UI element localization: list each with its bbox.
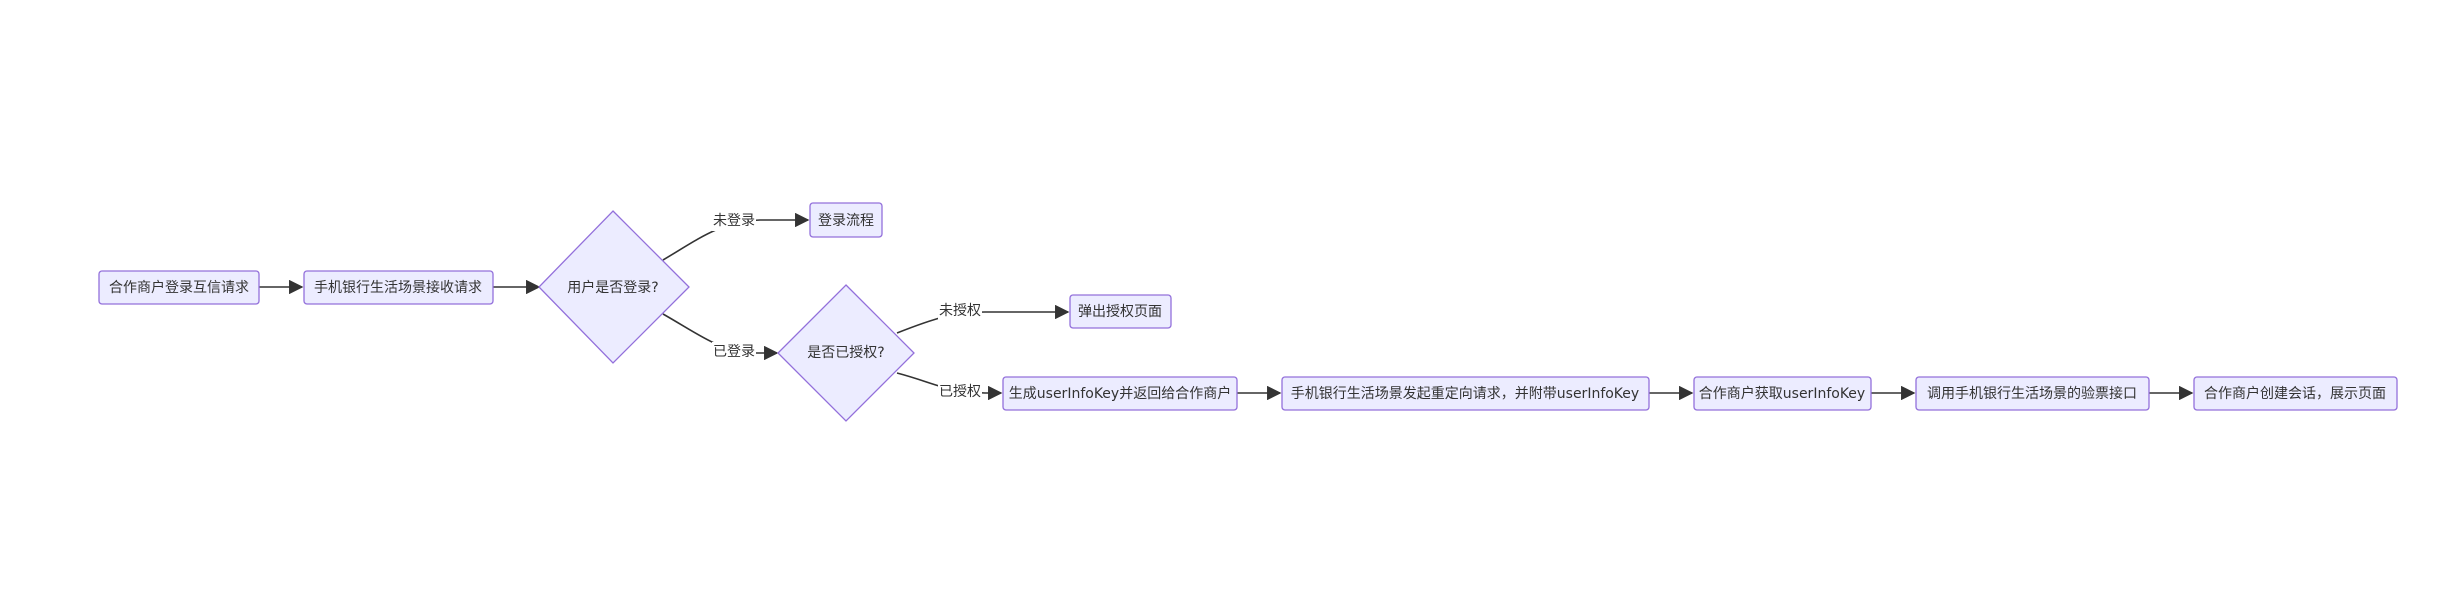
decision-authorized: 是否已授权? (777, 284, 915, 422)
edge-label-not-authorized: 未授权 (939, 303, 981, 319)
node-mobile-bank-receive: 手机银行生活场景接收请求 (303, 270, 494, 305)
node-label: 弹出授权页面 (1078, 304, 1162, 320)
decision-user-logged-in: 用户是否登录? (538, 210, 690, 364)
node-partner-get-key: 合作商户获取userInfoKey (1693, 376, 1872, 411)
edge-label-authorized: 已授权 (939, 384, 981, 400)
decision-label: 用户是否登录? (567, 279, 658, 296)
node-label: 手机银行生活场景发起重定向请求，并附带userInfoKey (1291, 386, 1639, 402)
edges (259, 212, 2194, 401)
edge-d2-n4 (896, 304, 1070, 334)
edge-labels: 未登录 已登录 未授权 已授权 (712, 211, 982, 402)
node-label: 生成userInfoKey并返回给合作商户 (1009, 385, 1231, 402)
node-label: 合作商户获取userInfoKey (1699, 385, 1865, 402)
node-label: 登录流程 (818, 213, 874, 229)
edge-label-logged-in: 已登录 (713, 344, 755, 360)
node-label: 合作商户创建会话，展示页面 (2204, 385, 2386, 402)
node-login-flow: 登录流程 (809, 202, 883, 238)
node-create-session: 合作商户创建会话，展示页面 (2193, 376, 2398, 411)
node-auth-page: 弹出授权页面 (1069, 294, 1172, 329)
node-partner-login-request: 合作商户登录互信请求 (98, 270, 260, 305)
node-label: 调用手机银行生活场景的验票接口 (1927, 385, 2137, 402)
node-redirect-request: 手机银行生活场景发起重定向请求，并附带userInfoKey (1281, 376, 1650, 411)
edge-label-not-logged-in: 未登录 (713, 213, 755, 229)
node-generate-userinfokey: 生成userInfoKey并返回给合作商户 (1002, 376, 1238, 411)
node-label: 手机银行生活场景接收请求 (314, 279, 482, 296)
node-verify-ticket: 调用手机银行生活场景的验票接口 (1915, 376, 2150, 411)
decision-label: 是否已授权? (807, 345, 884, 361)
node-label: 合作商户登录互信请求 (109, 279, 249, 296)
